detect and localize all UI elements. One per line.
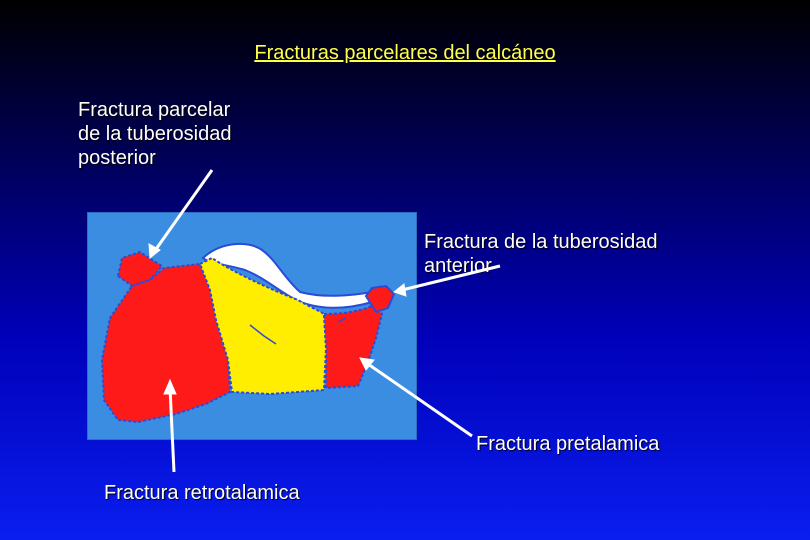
label-anterior-tuberosity-fracture: Fractura de la tuberosidad anterior xyxy=(424,231,658,277)
label-posterior-tuberosity-fracture: Fractura parcelar de la tuberosidad post… xyxy=(78,99,232,169)
calcaneus-figure-panel xyxy=(87,212,417,440)
label-pretalar-fracture: Fractura pretalamica xyxy=(476,433,660,455)
label-retrotalar-fracture: Fractura retrotalamica xyxy=(104,482,300,504)
slide-title: Fracturas parcelares del calcáneo xyxy=(254,42,556,64)
